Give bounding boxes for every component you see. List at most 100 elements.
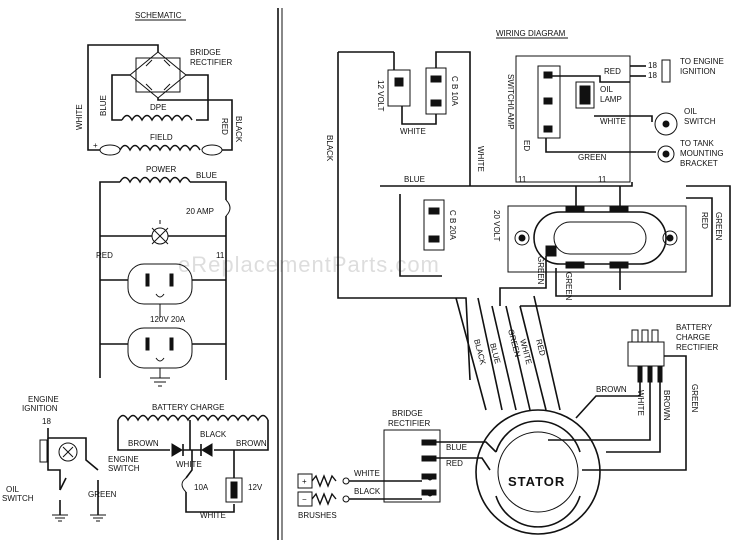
- engine-ignition-18-label: 18: [42, 417, 51, 426]
- wire-white-switch: [594, 115, 653, 122]
- wiring-11b-label: 11: [598, 175, 607, 184]
- schematic-red-wire: [186, 74, 209, 121]
- wiring-green-sw-label: GREEN: [578, 153, 607, 162]
- schematic-power-left-wire: [99, 181, 120, 378]
- field-coil: [119, 144, 201, 152]
- engine-ignition-label-1: ENGINE: [28, 395, 59, 404]
- wiring-to-tank-label-3: BRACKET: [680, 159, 718, 168]
- wiring-bridge-terminals: [421, 439, 437, 497]
- wiring-oil-switch-label-2: SWITCH: [684, 117, 716, 126]
- switch-lamp-panel: [515, 55, 631, 183]
- receptacle-lower: [127, 327, 193, 369]
- charge-bottom-wire: [185, 492, 235, 513]
- charge-black-label: BLACK: [200, 430, 227, 439]
- dpe-coil: [121, 114, 193, 122]
- wiring-black-left-label: BLACK: [325, 135, 334, 162]
- schematic-bridge-rectifier-label-1: BRIDGE: [190, 48, 221, 57]
- wire-white-bcr: [548, 382, 651, 441]
- switch-block: [537, 65, 561, 139]
- wiring-to-tank-label-1: TO TANK: [680, 139, 714, 148]
- receptacle-12-volt: [387, 69, 411, 107]
- black-loop-wire: [337, 52, 471, 381]
- wiring-minus-label: −: [302, 495, 307, 504]
- schematic-plus-label: +: [93, 141, 98, 150]
- brush-minus-terminal: [342, 495, 350, 503]
- wiring-bundle-black-label: BLACK: [472, 338, 488, 366]
- wiring-switch-lamp-label: SWITCH/LAMP: [506, 74, 515, 130]
- wiring-ed-label: ED: [522, 140, 531, 151]
- wiring-oil-lamp-label-1: OIL: [600, 85, 613, 94]
- schematic-receptacle-label: 120V 20A: [150, 315, 186, 324]
- charge-output-wire: [185, 450, 193, 479]
- switch-block-terminal-b: [543, 97, 553, 105]
- wiring-cb20a-label: C B 20A: [448, 210, 457, 240]
- stator-wire-bundle: [455, 295, 561, 411]
- oil-switch-wire: [47, 438, 61, 490]
- diode-right: [201, 443, 213, 457]
- charge-white1-label: WHITE: [176, 460, 202, 469]
- schematic-red-label: RED: [220, 118, 229, 135]
- tank-bracket-terminal-core: [662, 150, 670, 158]
- wire-red-br: [436, 457, 491, 471]
- oil-lamp-bulb: [579, 85, 591, 105]
- wire-brown-top: [575, 382, 641, 419]
- switch-block-terminal-c: [543, 125, 553, 133]
- wiring-plus-label: +: [302, 477, 307, 486]
- charge-left-wire: [117, 420, 170, 451]
- wire-green-right: [520, 185, 731, 307]
- wiring-18b-label: 18: [648, 71, 657, 80]
- charge-brown2-label: BROWN: [236, 439, 267, 448]
- oil-lamp-cross-b: [62, 446, 74, 458]
- wiring-white-br-label: WHITE: [354, 469, 380, 478]
- wire-12v-white: [401, 106, 437, 125]
- schematic-11-label: 11: [216, 251, 225, 260]
- wiring-bcr-label-2: CHARGE: [676, 333, 710, 342]
- oil-switch-contact: [59, 477, 67, 491]
- oil-switch-ground-symbol: [52, 514, 68, 522]
- circuit-breaker-10a: [425, 67, 447, 115]
- diode-left: [171, 443, 183, 457]
- battery-charge-label: BATTERY CHARGE: [152, 403, 224, 412]
- schematic-white-wire: [87, 44, 159, 151]
- schematic-white-label: WHITE: [75, 104, 84, 130]
- fuse-10a-symbol: [181, 477, 187, 493]
- power-coil: [119, 176, 191, 184]
- wire-brown-bcr: [606, 382, 661, 453]
- watermark: eReplacementParts.com: [178, 252, 440, 277]
- engine-switch-ground-symbol: [90, 514, 106, 522]
- charge-brown1-label: BROWN: [128, 439, 159, 448]
- oil-switch-body: [654, 112, 678, 136]
- circuit-breaker-10a-top: [430, 75, 442, 83]
- engine-switch-contact: [85, 448, 99, 471]
- wire-blue-br: [436, 441, 497, 453]
- circuit-breaker-20a-bottom: [428, 235, 440, 243]
- wiring-white-sw-label: WHITE: [600, 117, 626, 126]
- tank-bracket-terminal: [657, 145, 675, 163]
- wiring-bridge-label-2: RECTIFIER: [388, 419, 430, 428]
- wire-red-right: [555, 197, 713, 297]
- wiring-oil-switch-label-1: OIL: [684, 107, 697, 116]
- indicator-lamp-symbol: [146, 220, 174, 245]
- wiring-heading: WIRING DIAGRAM: [496, 29, 566, 38]
- brush-minus-spring: [311, 492, 337, 506]
- wiring-blue-label: BLUE: [404, 175, 425, 184]
- schematic-black-wire: [157, 98, 233, 151]
- oil-switch-label-1: OIL: [6, 485, 19, 494]
- wiring-red-br-label: RED: [446, 459, 463, 468]
- wiring-red-sw-label: RED: [604, 67, 621, 76]
- wiring-green-b-label: GREEN: [564, 272, 573, 301]
- engine-switch-label-1: ENGINE: [108, 455, 139, 464]
- wiring-white-top-label: WHITE: [400, 127, 426, 136]
- breaker-20-amp-symbol: [225, 199, 231, 217]
- wire-white-vertical: [435, 51, 471, 186]
- schematic-red2-label: RED: [96, 251, 113, 260]
- schematic-bridge-rectifier-label-2: RECTIFIER: [190, 58, 232, 67]
- wiring-green-a-label: GREEN: [536, 256, 545, 285]
- battery-12v-cell: [230, 481, 238, 499]
- wiring-20volt-label: 20 VOLT: [492, 210, 501, 242]
- engine-ignition-label-2: IGNITION: [22, 404, 58, 413]
- charge-10a-label: 10A: [194, 483, 209, 492]
- schematic-heading: SCHEMATIC: [135, 11, 182, 20]
- wire-11: [380, 182, 633, 187]
